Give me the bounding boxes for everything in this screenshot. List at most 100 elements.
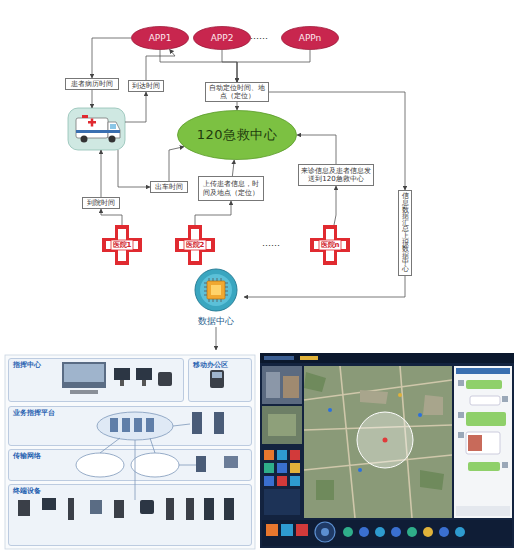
ambulance-icon xyxy=(82,115,88,118)
connector-line xyxy=(118,150,150,187)
node-shape xyxy=(200,274,232,306)
screenshot xyxy=(290,450,300,460)
screenshot xyxy=(454,366,512,518)
flow-arrow xyxy=(334,186,336,225)
node-text: 自动定位时间、地点（定位） xyxy=(208,84,266,100)
flow-arrow xyxy=(146,49,175,80)
screenshot xyxy=(455,527,465,537)
connector-line xyxy=(92,90,93,108)
node-text: 上传患者信息，时间及地点（定位） xyxy=(201,180,261,196)
flow-arrow xyxy=(101,209,122,225)
node-shape xyxy=(184,240,206,250)
info-box: 来诊信息及患者信息发送到120急救中心 xyxy=(298,164,374,186)
screenshot xyxy=(439,527,449,537)
screenshot xyxy=(260,353,514,363)
node-shape xyxy=(282,27,339,50)
node-shape xyxy=(195,269,237,311)
flow-arrow xyxy=(232,160,234,176)
screenshot xyxy=(264,476,274,486)
screenshot xyxy=(264,356,294,360)
screenshot xyxy=(296,524,308,536)
ambulance-icon xyxy=(68,108,125,150)
screenshot xyxy=(262,406,302,444)
node-text: 传输网络 xyxy=(13,453,41,460)
screenshot xyxy=(321,528,329,536)
node-text: 出车时间 xyxy=(155,183,183,191)
screenshot xyxy=(418,413,422,417)
screenshot xyxy=(300,356,318,360)
screenshot xyxy=(315,522,335,542)
ambulance-icon xyxy=(108,122,120,138)
screenshot xyxy=(266,372,280,398)
ambulance-icon xyxy=(81,136,88,143)
screenshot xyxy=(304,366,452,518)
screenshot xyxy=(458,412,464,418)
flow-arrow xyxy=(237,102,238,110)
node-text: 业务指挥平台 xyxy=(13,410,55,417)
node-text: 终端设备 xyxy=(13,488,41,495)
screenshot xyxy=(456,368,510,374)
screenshot xyxy=(266,524,278,536)
info-box: 上传患者信息，时间及地点（定位） xyxy=(198,176,264,201)
screenshot xyxy=(407,527,417,537)
flow-arrow xyxy=(297,135,336,164)
node-shape xyxy=(106,229,138,261)
flow-arrow xyxy=(195,201,231,225)
app-ellipse: APP1 xyxy=(131,26,189,50)
screenshot xyxy=(277,476,287,486)
screenshot xyxy=(343,527,353,537)
layer-band: 业务指挥平台 xyxy=(8,406,252,446)
app-ellipse: APPn xyxy=(281,26,339,50)
ellipsis-label: …… xyxy=(250,31,268,41)
node-shape xyxy=(314,229,346,261)
node-text: 到达时间 xyxy=(132,82,160,90)
screenshot xyxy=(383,438,388,443)
screenshot xyxy=(277,450,287,460)
hospital-cross: 医院n xyxy=(310,225,350,265)
ambulance-icon xyxy=(109,136,116,143)
node-text: 医院1 xyxy=(113,241,132,249)
screenshot xyxy=(360,390,443,415)
hospital-cross: 医院1 xyxy=(102,225,142,265)
screenshot xyxy=(283,376,299,398)
screenshot xyxy=(358,468,362,472)
layer-band: 传输网络 xyxy=(8,449,252,481)
node-text: 来诊信息及患者信息发送到120急救中心 xyxy=(301,167,371,183)
screenshot xyxy=(470,396,500,405)
node-shape xyxy=(178,111,297,160)
node-shape xyxy=(102,225,142,265)
info-box: 到院时间 xyxy=(82,197,120,209)
node-text: 信息数据汇总上报数据中心 xyxy=(401,193,409,272)
screenshot xyxy=(277,463,287,473)
ambulance-icon xyxy=(76,130,120,133)
ambulance-icon xyxy=(91,119,94,127)
node-shape xyxy=(310,225,350,265)
screenshot xyxy=(466,380,502,389)
connector-line xyxy=(101,150,102,197)
screenshot xyxy=(502,396,508,402)
flow-arrow xyxy=(237,50,310,82)
screenshot xyxy=(304,372,444,500)
node-text: APP1 xyxy=(149,33,172,43)
screenshot xyxy=(502,462,508,468)
flow-arrow xyxy=(160,50,237,82)
node-shape xyxy=(204,278,228,302)
layer-band: 移动办公区 xyxy=(188,358,252,402)
node-text: 移动办公区 xyxy=(193,362,228,369)
ambulance-icon xyxy=(110,124,116,129)
node-shape xyxy=(175,225,215,265)
screenshot xyxy=(423,527,433,537)
node-text: APP2 xyxy=(211,33,234,43)
node-shape xyxy=(211,285,221,295)
panel-frame xyxy=(5,355,255,549)
screenshot xyxy=(268,414,296,436)
screenshot xyxy=(290,476,300,486)
node-text: 医院2 xyxy=(186,241,205,249)
screenshot xyxy=(328,408,332,412)
screenshot xyxy=(264,489,300,515)
node-shape xyxy=(207,281,225,299)
node-text: 数据中心 xyxy=(198,316,234,326)
ellipsis-label: …… xyxy=(262,238,280,248)
connector-line xyxy=(125,92,146,122)
